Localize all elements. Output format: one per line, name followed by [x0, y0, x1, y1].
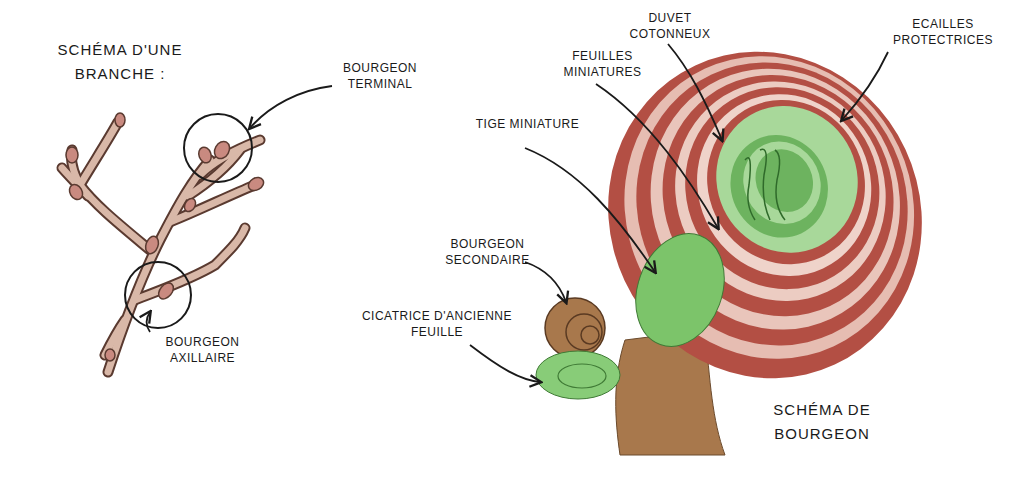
part-label: TIGE MINIATURE: [475, 116, 580, 132]
part-label: FEUILLES MINIATURES: [545, 48, 660, 80]
section-heading: SCHÉMA D'UNE BRANCHE :: [40, 38, 200, 86]
part-label: BOURGEON SECONDAIRE: [425, 236, 550, 268]
part-label: BOURGEON TERMINAL: [330, 60, 430, 92]
section-heading: SCHÉMA DE BOURGEON: [752, 398, 892, 446]
part-label: DUVET COTONNEUX: [620, 10, 720, 42]
part-label: CICATRICE D'ANCIENNE FEUILLE: [352, 308, 522, 340]
part-label: BOURGEON AXILLAIRE: [145, 334, 260, 366]
part-label: ECAILLES PROTECTRICES: [872, 16, 1014, 48]
